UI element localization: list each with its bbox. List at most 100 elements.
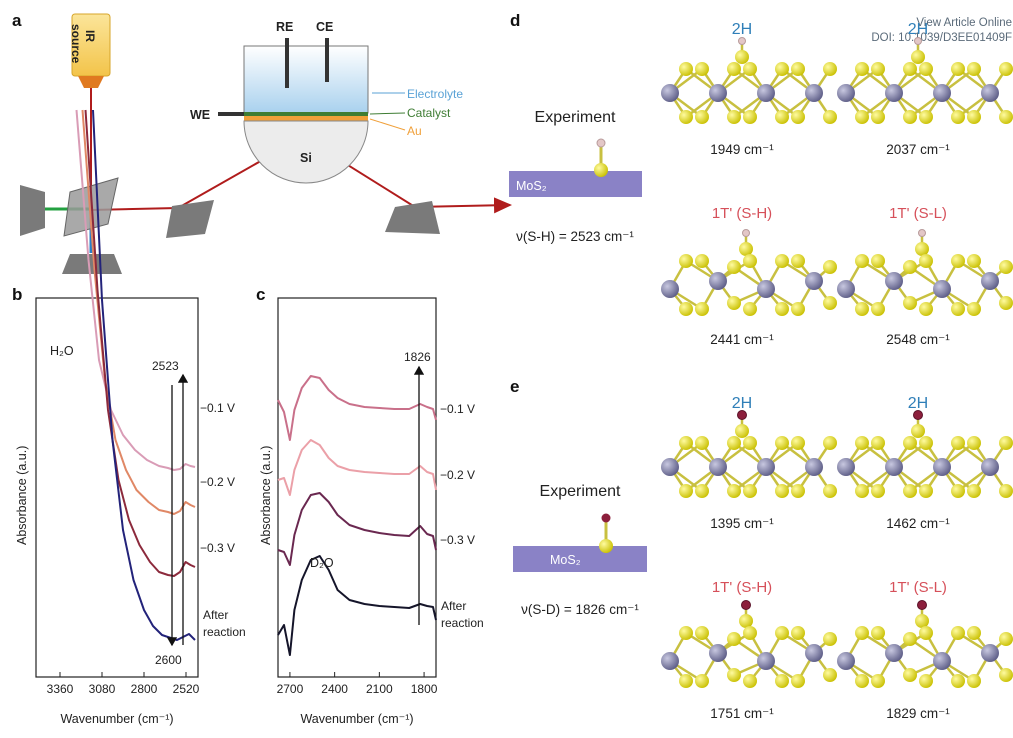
panel-e-phase-1: 2H: [908, 395, 928, 412]
panel-e-structure-3-s-atom-2: [871, 626, 885, 640]
panel-b-tick-label-2: 2800: [131, 682, 158, 696]
panel-e-structure-1-mo-atom-0: [837, 458, 855, 476]
panel-d-structure-0-top-s-atom: [735, 50, 749, 64]
panel-d-structure-0-mo-atom-1: [709, 84, 727, 102]
panel-e-structure-3-s-atom-13: [999, 668, 1013, 682]
panel-b-series-0: [75, 109, 196, 471]
panel-e-phase-3: 1T' (S-L): [889, 579, 947, 596]
panel-d-structure-0-s-atom-11: [791, 110, 805, 124]
panel-e-structure-2-top-s-atom: [739, 614, 753, 628]
panel-e-structure-2-mo-atom-2: [757, 652, 775, 670]
watermark-line2: DOI: 10.1039/D3EE01409F: [871, 32, 1012, 44]
panel-e-structure-1-s-atom-13: [999, 484, 1013, 498]
panel-d-structure-2-s-atom-1: [679, 302, 693, 316]
panel-e-structure-1: [837, 410, 1013, 498]
panel-d-structure-0-h-atom: [738, 37, 746, 45]
panel-e-structure-1-s-atom-8: [951, 436, 965, 450]
panel-d-structure-1-mo-atom-3: [981, 84, 999, 102]
panel-d-mos2-label: MoS₂: [516, 179, 547, 193]
panel-d-structure-1-s-atom-9: [951, 110, 965, 124]
panel-d-structure-0-s-atom-13: [823, 110, 837, 124]
panel-d-structure-3-s-atom-9: [951, 302, 965, 316]
panel-e-structure-3-s-atom-7: [919, 674, 933, 688]
panel-d-structure-3-mo-atom-2: [933, 280, 951, 298]
panel-d-structure-1-s-atom-3: [871, 110, 885, 124]
panel-e-structure-1-s-atom-5: [903, 484, 917, 498]
panel-d-phase-0: 2H: [732, 21, 752, 38]
panel-d-structure-2-s-atom-12: [823, 260, 837, 274]
panel-d-freq-3: 2548 cm⁻¹: [886, 332, 950, 347]
panel-e-structure-1-s-atom-3: [871, 484, 885, 498]
mirror-right: [385, 201, 440, 234]
panel-d-exp-h-atom: [596, 138, 606, 148]
panel-c-series-1: [277, 439, 437, 496]
panel-d-structure-2-mo-atom-3: [805, 272, 823, 290]
panel-d-structure-3-s-atom-7: [919, 302, 933, 316]
panel-d-structure-2-s-atom-4: [727, 260, 741, 274]
panel-d-structure-0-s-atom-10: [791, 62, 805, 76]
panel-b-annotation-up: 2523: [152, 359, 179, 373]
panel-d-structure-3-s-atom-0: [855, 254, 869, 268]
panel-d-structure-2-top-s-atom: [739, 242, 753, 256]
watermark-line1: View Article Online: [916, 17, 1012, 29]
panel-c-series-label-1: −0.2 V: [440, 468, 475, 482]
panel-c-after-label-2: reaction: [441, 616, 484, 630]
panel-d-structure-3-s-atom-6: [919, 254, 933, 268]
panel-e-structure-2-s-atom-12: [823, 632, 837, 646]
panel-d-structure-3-s-atom-2: [871, 254, 885, 268]
panel-c-tick-label-2: 2100: [366, 682, 393, 696]
panel-d-structure-0-s-atom-6: [743, 62, 757, 76]
panel-d-structure-1-s-atom-2: [871, 62, 885, 76]
panel-b-after-label-1: After: [203, 608, 228, 622]
panel-b-inner-label: H₂O: [50, 344, 74, 358]
panel-e-phase-0: 2H: [732, 395, 752, 412]
panel-d-structure-3-s-atom-10: [967, 254, 981, 268]
panel-d-structure-3-h-atom: [918, 229, 926, 237]
panel-d-structure-1-s-atom-10: [967, 62, 981, 76]
panel-c-tick-label-0: 2700: [277, 682, 304, 696]
panel-e-structure-2-s-atom-3: [695, 674, 709, 688]
electrolyte-region: [243, 45, 369, 114]
panel-d-structure-1-mo-atom-1: [885, 84, 903, 102]
panel-e-structure-1-s-atom-12: [999, 436, 1013, 450]
panel-e-freq-2: 1751 cm⁻¹: [710, 706, 774, 721]
panel-d-structure-0-s-atom-5: [727, 110, 741, 124]
panel-e-structure-3: [837, 600, 1013, 688]
panel-e-structure-0-s-atom-9: [775, 484, 789, 498]
panel-e-structure-0-mo-atom-2: [757, 458, 775, 476]
panel-e-structure-0-s-atom-12: [823, 436, 837, 450]
panel-d-structure-3-mo-atom-0: [837, 280, 855, 298]
panel-c-after-label-1: After: [441, 599, 466, 613]
panel-c-tick-label-1: 2400: [321, 682, 348, 696]
panel-b-series-label-1: −0.2 V: [200, 475, 235, 489]
panel-e-freq-3: 1829 cm⁻¹: [886, 706, 950, 721]
ec-cell: Si RE CE WE Electrolyte Catalyst Au: [190, 20, 463, 184]
panel-e-structure-2-s-atom-6: [743, 626, 757, 640]
panel-d-structure-1-top-s-atom: [911, 50, 925, 64]
panel-e-structure-3-s-atom-5: [903, 668, 917, 682]
panel-e-structure-2-mo-atom-0: [661, 652, 679, 670]
panel-d-structure-2: [661, 229, 837, 316]
panel-d-structure-0-mo-atom-0: [661, 84, 679, 102]
panel-d-structure-1-s-atom-4: [903, 62, 917, 76]
panel-d-structure-2-s-atom-5: [727, 296, 741, 310]
panel-d-structure-3-s-atom-11: [967, 302, 981, 316]
panel-d-structure-0-s-atom-1: [679, 110, 693, 124]
panel-d-mos2-slab: [509, 171, 642, 197]
panel-e-structure-3-d-atom: [917, 600, 927, 610]
panel-d-structure-1-s-atom-7: [919, 110, 933, 124]
panel-e-structure-2-s-atom-9: [775, 674, 789, 688]
panel-d-structure-0-s-atom-4: [727, 62, 741, 76]
panel-e-structure-3-top-s-atom: [915, 614, 929, 628]
si-prism: [243, 120, 369, 184]
panel-a-label: a: [12, 11, 22, 30]
panel-e-structure-2-s-atom-5: [727, 668, 741, 682]
panel-d-structure-1-s-atom-13: [999, 110, 1013, 124]
panel-d-structure-0-s-atom-9: [775, 110, 789, 124]
panel-d-structure-0-s-atom-7: [743, 110, 757, 124]
catalyst-label: Catalyst: [407, 106, 451, 120]
panel-d-structure-0-s-atom-12: [823, 62, 837, 76]
panel-e-structure-2-s-atom-0: [679, 626, 693, 640]
panel-d: d Experiment MoS₂ ν(S-H) = 2523 cm⁻¹ 2H …: [509, 11, 1013, 347]
